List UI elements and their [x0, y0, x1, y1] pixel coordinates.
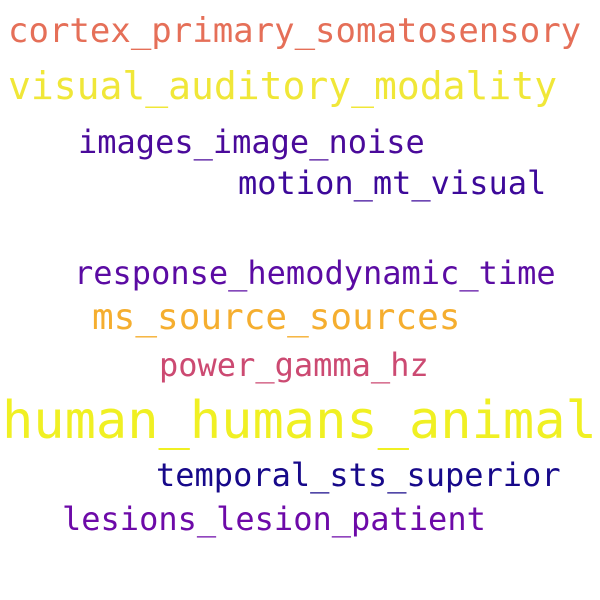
- word-cortex-primary-somatosensory: cortex_primary_somatosensory: [8, 11, 582, 51]
- word-response-hemodynamic-time: response_hemodynamic_time: [74, 254, 556, 292]
- word-lesions-lesion-patient: lesions_lesion_patient: [62, 500, 486, 538]
- word-motion-mt-visual: motion_mt_visual: [238, 164, 547, 202]
- word-power-gamma-hz: power_gamma_hz: [159, 346, 429, 384]
- word-ms-source-sources: ms_source_sources: [92, 297, 461, 338]
- word-visual-auditory-modality: visual_auditory_modality: [8, 64, 558, 108]
- word-human-humans-animal: human_humans_animal: [2, 391, 597, 451]
- word-images-image-noise: images_image_noise: [78, 123, 425, 161]
- word-temporal-sts-superior: temporal_sts_superior: [156, 456, 561, 494]
